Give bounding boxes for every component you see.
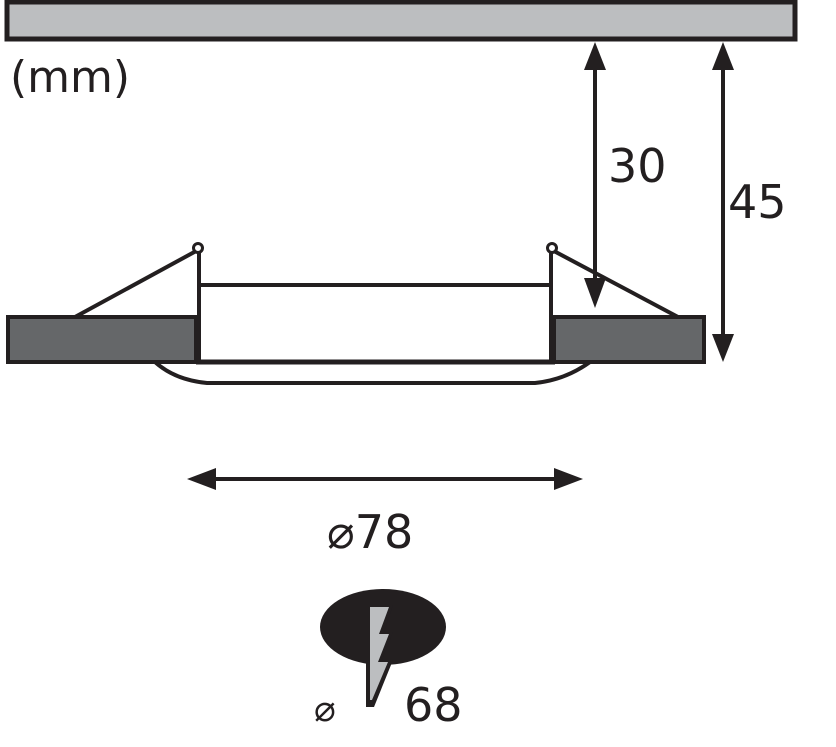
- unit-label: (mm): [10, 52, 130, 103]
- right-spring-clip: [546, 242, 679, 319]
- cutout-diameter-label: 68: [404, 678, 463, 732]
- depth-30-dimension-arrow: [584, 42, 606, 308]
- right-ceiling-panel: [552, 315, 706, 364]
- left-spring-clip: [74, 242, 204, 319]
- left-ceiling-panel: [6, 315, 198, 364]
- depth-45-dimension-arrow: [712, 42, 734, 362]
- depth-30-label: 30: [608, 139, 667, 193]
- diameter-78-label: ⌀78: [327, 505, 413, 559]
- ceiling-slab: [4, 0, 798, 42]
- luminaire-body: [153, 250, 592, 385]
- depth-45-label: 45: [728, 175, 787, 229]
- cutout-diameter-symbol: ⌀: [314, 689, 336, 730]
- ceiling-cutout-icon: [320, 589, 446, 707]
- diameter-78-dimension-arrow: [187, 468, 583, 490]
